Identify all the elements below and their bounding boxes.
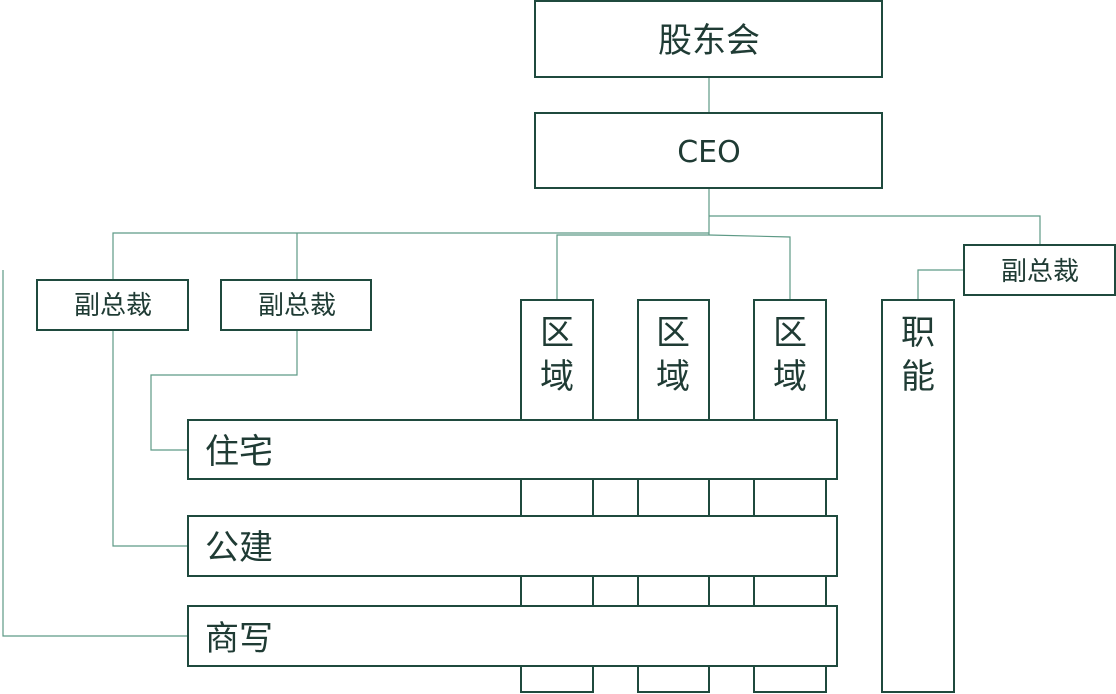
region-3-char-2: 域 (773, 357, 807, 397)
commercial-connector (2, 270, 188, 637)
shareholders-label: 股东会 (658, 21, 760, 61)
ceo-node: CEO (534, 112, 883, 189)
branch-horizontal-connector (112, 232, 709, 280)
region-3-connector (708, 234, 791, 300)
functional-char-2: 能 (901, 357, 935, 397)
vp-right-label: 副总裁 (1001, 257, 1079, 287)
vp-right-connector (709, 215, 1041, 245)
vp-left-node: 副总裁 (36, 279, 189, 331)
residential-label: 住宅 (205, 432, 273, 472)
region-2-char-1: 区 (656, 313, 690, 353)
connectors (2, 77, 1041, 637)
shareholders-node: 股东会 (534, 0, 883, 78)
region-1-connector (556, 234, 709, 300)
vp-middle-residential-connector (150, 330, 298, 451)
region-1-char-2: 域 (540, 357, 574, 397)
functional-char-1: 职 (901, 313, 935, 353)
region-1-char-1: 区 (540, 313, 574, 353)
vp-middle-label: 副总裁 (258, 291, 336, 321)
vp-right-node: 副总裁 (963, 244, 1116, 296)
business-line-public: 公建 (187, 515, 838, 577)
functional-column: 职 能 (881, 299, 955, 693)
business-line-residential: 住宅 (187, 419, 838, 480)
region-3-char-1: 区 (773, 313, 807, 353)
vp-middle-node: 副总裁 (220, 279, 372, 331)
region-2-char-2: 域 (656, 357, 690, 397)
public-label: 公建 (205, 528, 273, 568)
vp-left-label: 副总裁 (74, 291, 152, 321)
business-line-commercial: 商写 (187, 605, 838, 667)
ceo-label: CEO (677, 135, 741, 170)
vp-right-functional-connector (917, 269, 964, 300)
commercial-label: 商写 (205, 619, 273, 659)
vp-left-public-connector (112, 330, 188, 547)
